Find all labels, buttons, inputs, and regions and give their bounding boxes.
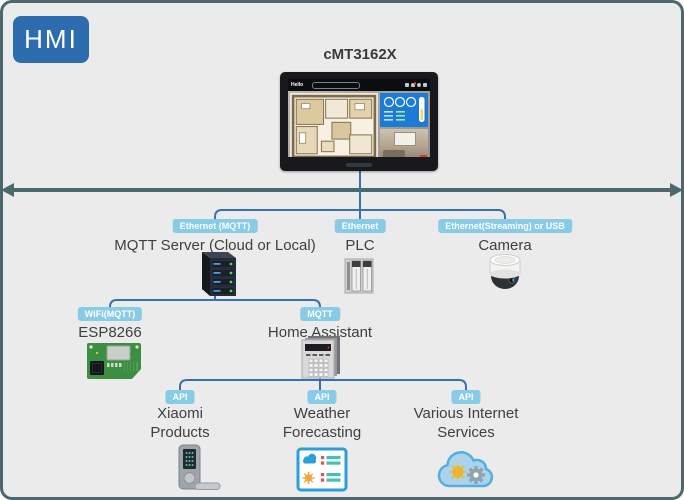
living-room-image [380,129,428,157]
node-label-camera: Camera [478,237,532,254]
topbar-icons [405,82,427,87]
node-label-home-assistant: Home Assistant [267,324,373,341]
hmi-section-badge: HMI [13,16,89,63]
menu-icon [423,83,427,87]
divider-right-arrow-icon [670,183,683,197]
device-screen: Hello [288,79,430,157]
cloud-services-icon [433,444,499,494]
screen-body [288,91,430,157]
weather-widget-icon [296,447,348,492]
gear-icon [417,83,421,87]
connection-badge-ethernet-streaming-usb: Ethernet(Streaming) or USB [438,219,572,233]
connection-badge-mqtt: MQTT [300,307,340,321]
connection-badge-ethernet: Ethernet [334,219,386,233]
connection-badge-api-2: API [307,390,337,404]
node-label-xiaomi-products: Xiaomi Products [150,405,210,441]
node-label-weather-forecasting: Weather Forecasting [282,405,362,441]
window-shape [394,132,416,146]
brand-logo [346,163,372,167]
screen-greeting: Hello [291,81,304,88]
device-title: cMT3162X [323,46,397,63]
circuit-board-icon [85,341,143,381]
screen-topbar: Hello [288,79,430,91]
node-label-plc: PLC [345,237,375,254]
dashboard-panel [380,93,428,127]
floor-plan-image [290,93,378,157]
server-rack-icon [191,250,239,296]
node-label-various-internet-services: Various Internet Services [413,405,519,441]
connection-badge-api-3: API [451,390,481,404]
notification-bell-icon [411,82,416,87]
search-bar [312,81,361,89]
node-label-esp8266: ESP8266 [78,324,142,341]
hmi-device: Hello [280,72,438,171]
home-icon [405,83,409,87]
connection-badge-ethernet-mqtt: Ethernet (MQTT) [172,219,258,233]
smart-lock-icon [158,443,222,495]
connection-badge-wifi-mqtt: WiFi(MQTT) [77,307,143,321]
sofa-shape [383,150,405,157]
connection-badge-api-1: API [165,390,195,404]
screen-right-column [380,93,428,157]
control-panel-icon [298,334,342,380]
dome-camera-icon [485,252,525,294]
red-tag [420,155,427,157]
divider-left-arrow-icon [1,183,14,197]
plc-modules-icon [342,253,378,295]
node-label-mqtt-server: MQTT Server (Cloud or Local) [114,237,316,254]
